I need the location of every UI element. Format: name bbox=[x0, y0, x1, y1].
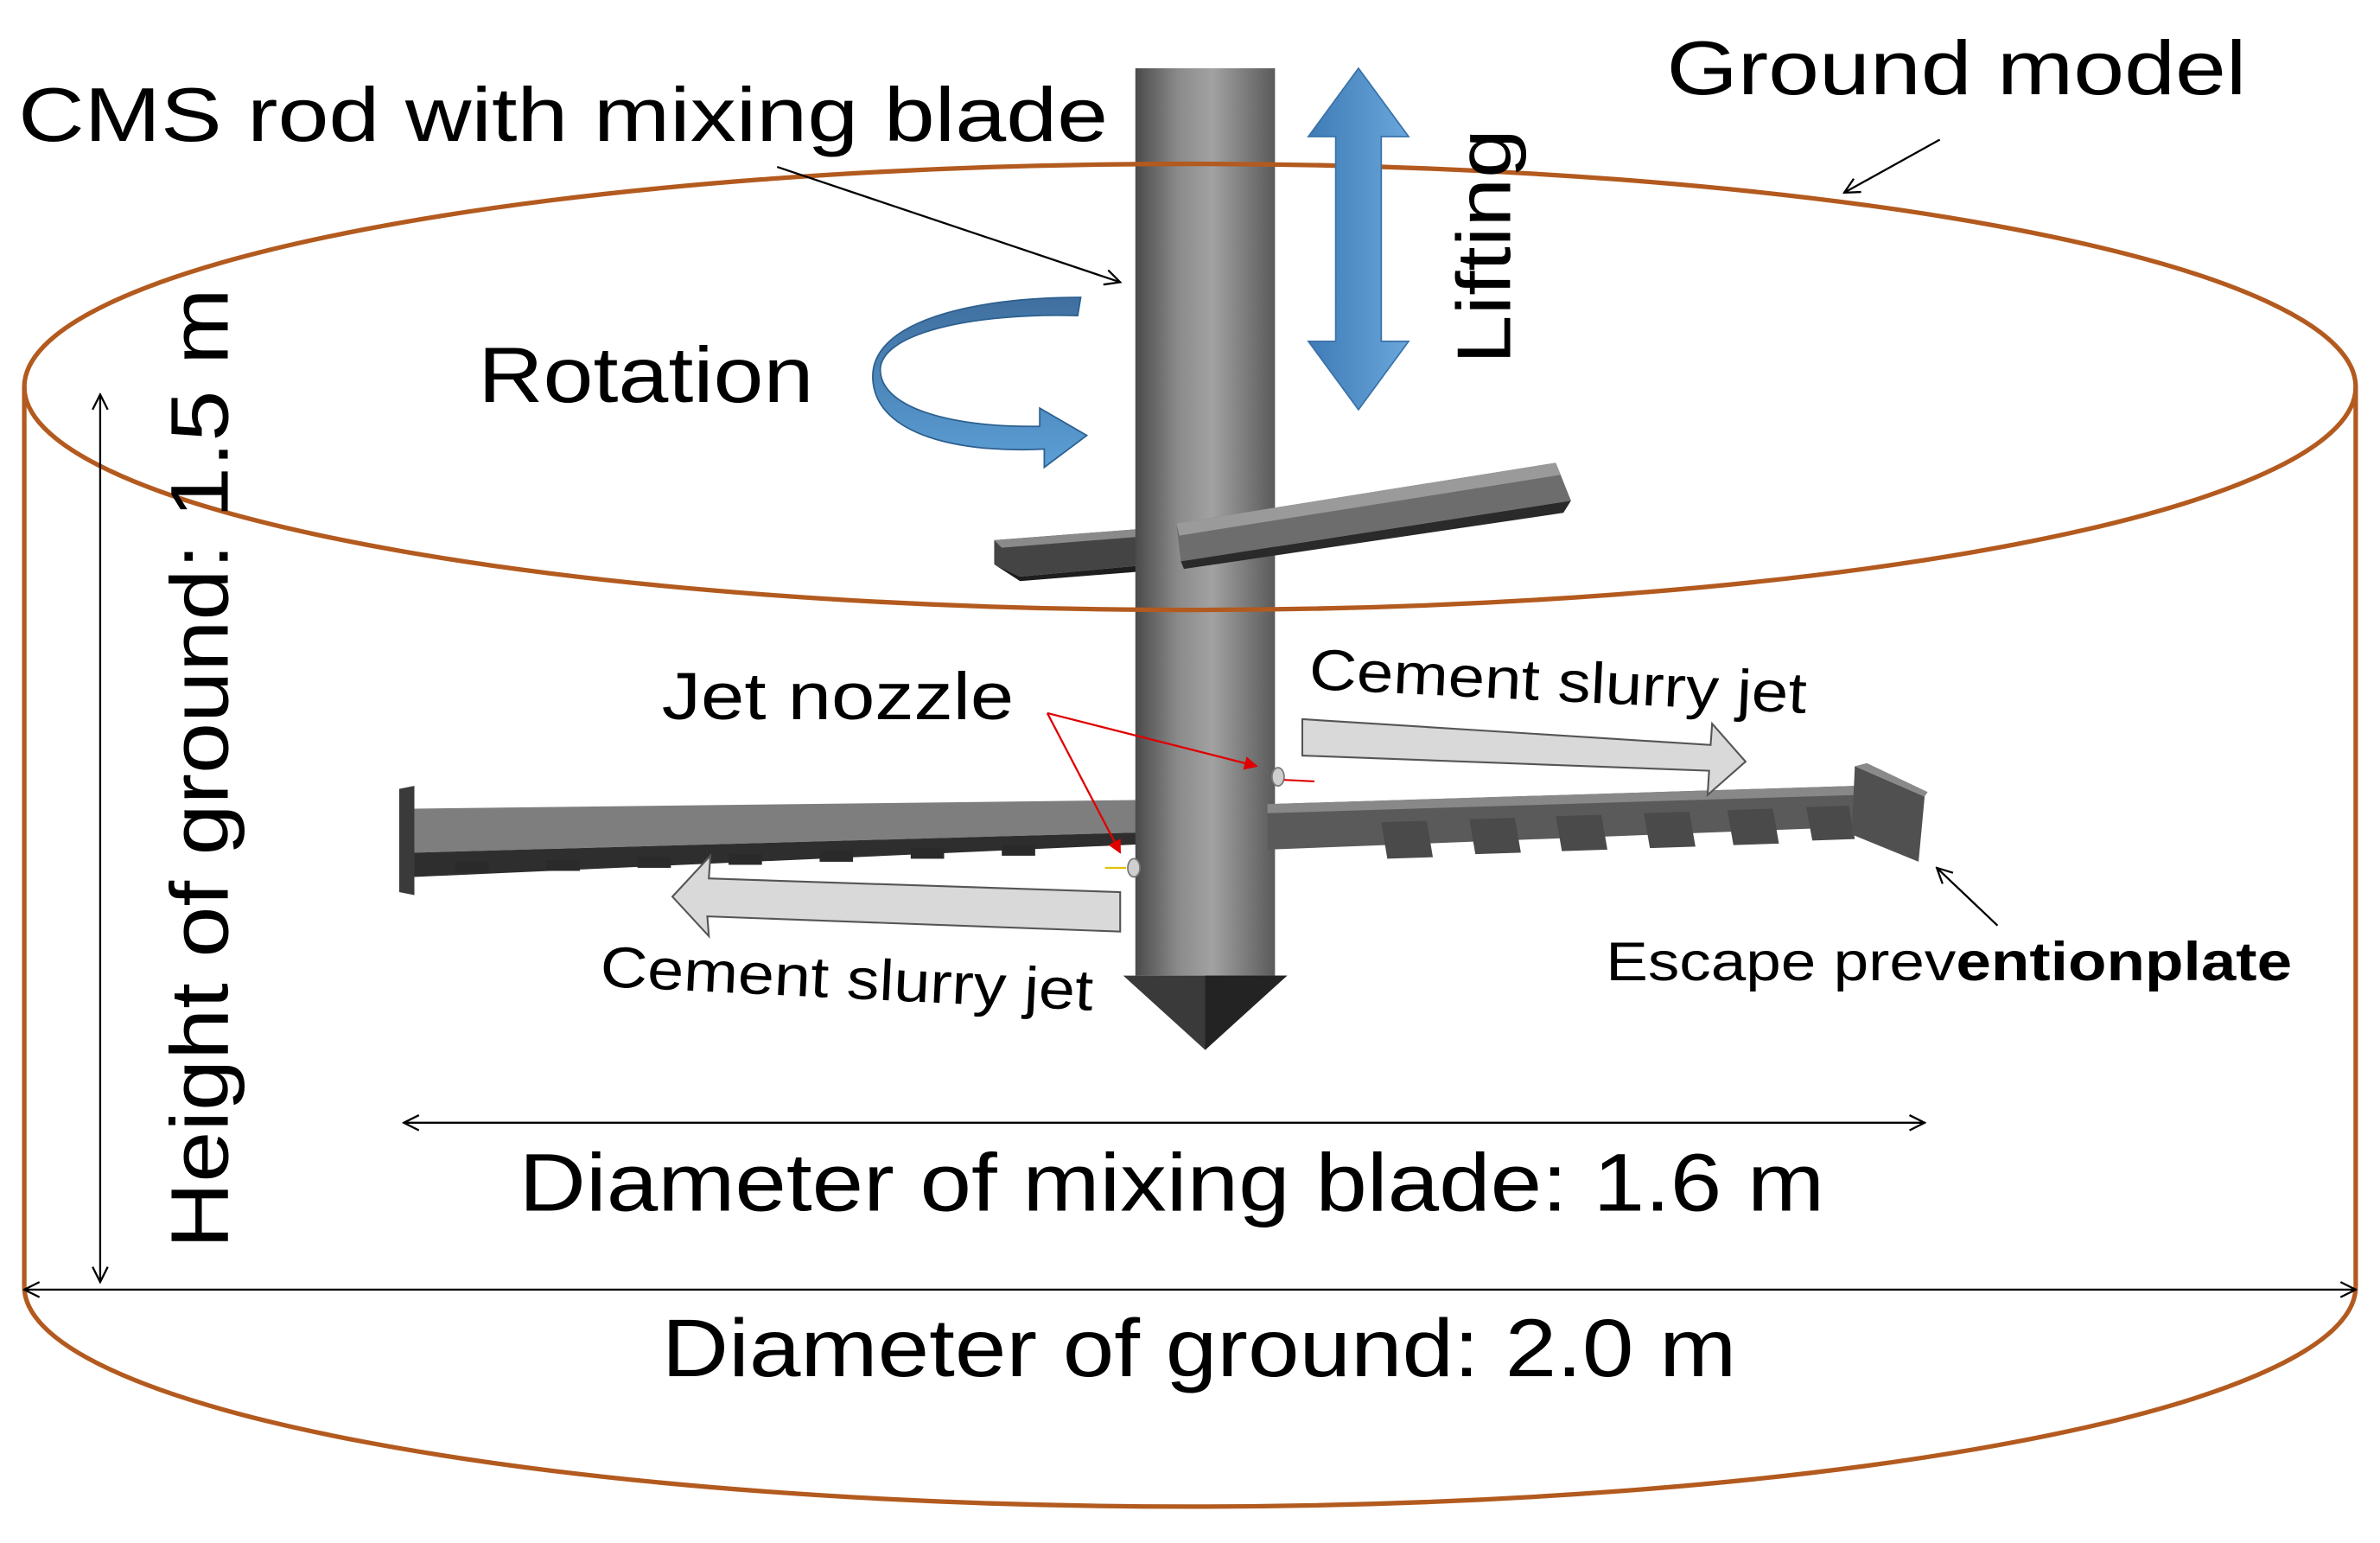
escape-plate-leader bbox=[1937, 868, 1999, 927]
rod-leader bbox=[776, 165, 1120, 282]
ground-model-label: Ground model bbox=[1667, 26, 2247, 111]
rotation-arrow bbox=[872, 296, 1089, 469]
lifting-arrow bbox=[1307, 67, 1410, 411]
jet-nozzle-label: Jet nozzle bbox=[662, 660, 1014, 734]
left-jet-arrow bbox=[671, 853, 1122, 939]
rotation-label: Rotation bbox=[478, 331, 813, 419]
left-mixing-blade bbox=[398, 786, 1177, 896]
ground-model-leader bbox=[1844, 138, 1941, 192]
slurry-jet-arrows bbox=[671, 717, 1747, 939]
leader-lines bbox=[24, 138, 2356, 1289]
blade-diameter-label: Diameter of mixing blade: 1.6 m bbox=[519, 1138, 1824, 1229]
escape-plate-label-bold: entionplate bbox=[1956, 932, 2292, 992]
ground-bottom-curve bbox=[22, 1286, 2358, 1509]
ground-top-ellipse bbox=[22, 161, 2358, 613]
escape-plate-label-regular: Escape prev bbox=[1606, 932, 1957, 992]
rod-label: CMS rod with mixing blade bbox=[18, 73, 1108, 157]
right-jet-arrow bbox=[1301, 717, 1747, 798]
jet-nozzles bbox=[1104, 767, 1315, 878]
lifting-label: Lifting bbox=[1442, 129, 1527, 364]
height-label: Height of ground: 1.5 m bbox=[154, 288, 245, 1248]
upper-blade-left bbox=[994, 527, 1154, 582]
upper-blade-right bbox=[1176, 462, 1571, 570]
ground-diameter-label: Diameter of ground: 2.0 m bbox=[662, 1303, 1737, 1394]
slurry-jet-right-label: Cement slurry jet bbox=[1308, 638, 1809, 726]
right-mixing-blade bbox=[1267, 762, 1928, 862]
slurry-jet-left-label: Cement slurry jet bbox=[599, 935, 1095, 1023]
escape-prevention-plate bbox=[1851, 766, 1925, 862]
ground-cylinder bbox=[22, 386, 2358, 1509]
nozzle-pointers bbox=[1046, 711, 1258, 854]
